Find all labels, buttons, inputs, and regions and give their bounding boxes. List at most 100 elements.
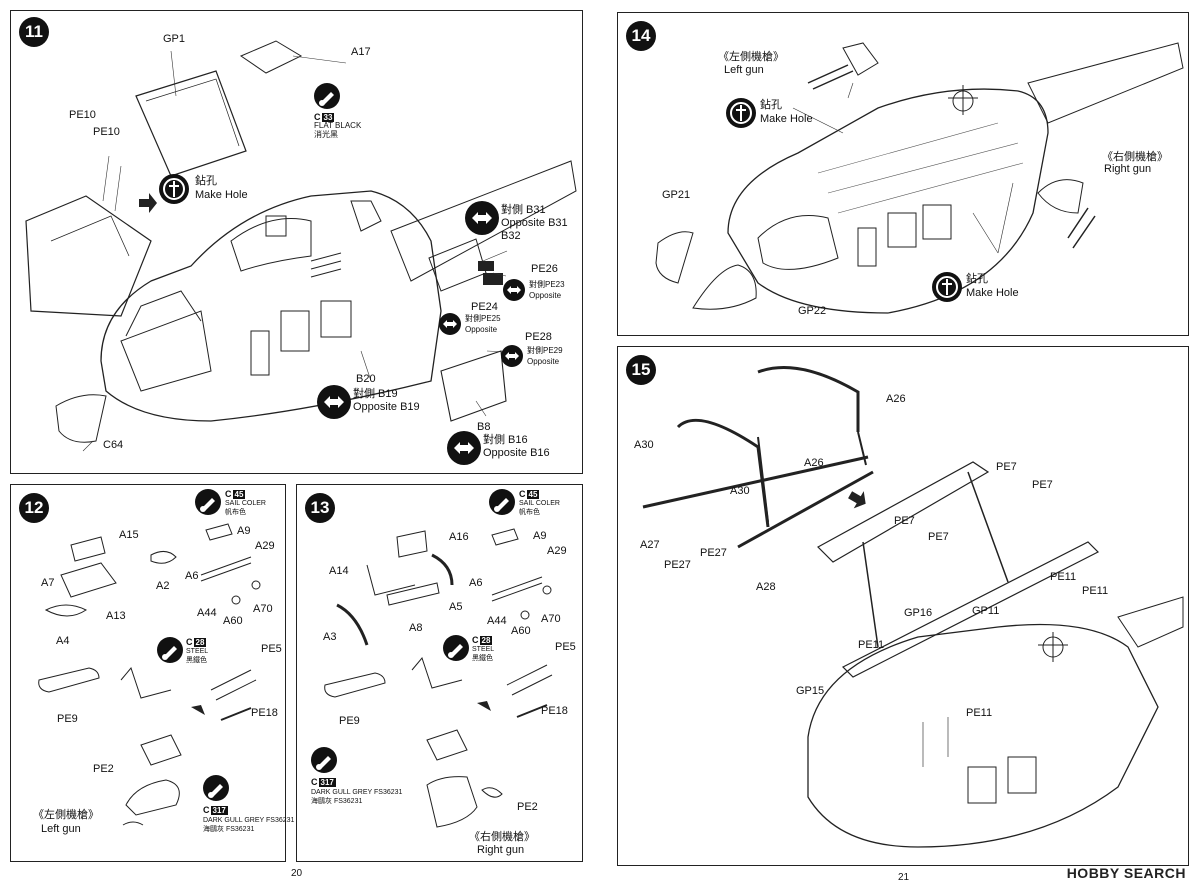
- part-label: PE7: [928, 531, 949, 543]
- part-label: PE18: [541, 705, 568, 717]
- part-label: PE7: [1032, 479, 1053, 491]
- part-label: A26: [804, 457, 824, 469]
- part-label: A29: [547, 545, 567, 557]
- part-label: PE28: [525, 331, 552, 343]
- paint-name: FLAT BLACK: [314, 121, 362, 130]
- part-label: PE7: [996, 461, 1017, 473]
- paint-brush-icon: [157, 637, 183, 663]
- part-label: C64: [103, 439, 124, 451]
- part-label: A4: [56, 635, 70, 647]
- left-gun-assembly-illustration: [38, 523, 261, 826]
- paint-brush-icon: [314, 83, 340, 109]
- part-label: A9: [237, 525, 251, 537]
- opposite-cn: 對側 B19: [353, 388, 398, 400]
- opposite-en: Opposite B19: [353, 401, 420, 413]
- part-label: PE18: [251, 707, 278, 719]
- opposite-cn: 對側 B31: [501, 204, 546, 216]
- part-label: A44: [487, 615, 507, 627]
- step-number: 15: [626, 355, 656, 385]
- part-label: PE5: [261, 643, 282, 655]
- make-hole-cn: 鉆孔: [760, 99, 782, 111]
- opposite-en: Opposite B16: [483, 447, 550, 459]
- part-label: A16: [449, 531, 469, 543]
- part-label: A2: [156, 580, 170, 592]
- paint-brush-icon: [489, 489, 515, 515]
- step-number: 12: [19, 493, 49, 523]
- opposite-cn: 對側PE29: [527, 346, 563, 355]
- part-label: A17: [351, 46, 371, 58]
- page-number-left: 20: [291, 868, 303, 879]
- paint-name-cn: 黑鐵色: [472, 655, 493, 662]
- step-14-panel: 14 《左側機槍》 Left gun 鉆孔 Make Hole 《右側機槍》 R…: [617, 12, 1189, 336]
- paint-brush-icon: [311, 747, 337, 773]
- part-label: GP11: [972, 605, 1000, 617]
- gun-label-en: Left gun: [41, 823, 81, 835]
- opposite-side-icon: [447, 431, 481, 465]
- part-label: A70: [541, 613, 561, 625]
- paint-name: SAIL COLER: [519, 500, 560, 507]
- paint-name: SAIL COLER: [225, 500, 266, 507]
- paint-brush-icon: [195, 489, 221, 515]
- opposite-en: Opposite: [529, 291, 562, 300]
- make-hole-cn: 鉆孔: [195, 175, 217, 187]
- part-label: PE5: [555, 641, 576, 653]
- paint-name: DARK GULL GREY FS36231: [311, 789, 403, 796]
- helicopter-fuselage-illustration: [25, 40, 577, 452]
- opposite-cn: 對側PE25: [465, 314, 501, 323]
- paint-name-cn: 海鷗灰 FS36231: [203, 826, 255, 833]
- paint-name: DARK GULL GREY FS36231: [203, 817, 295, 824]
- part-label: B20: [356, 373, 376, 385]
- gun-label-en: Right gun: [477, 844, 525, 856]
- paint-name-cn: 海鷗灰 FS36231: [311, 798, 363, 805]
- step-11-panel: 11 GP1 A17 PE10: [10, 10, 583, 474]
- part-label: PE7: [894, 515, 915, 527]
- part-label: B8: [477, 421, 491, 433]
- part-label: GP22: [798, 305, 827, 317]
- opposite-side-icon: [317, 385, 351, 419]
- opposite-cn: 對側 B16: [483, 434, 528, 446]
- part-label: A30: [730, 485, 750, 497]
- paint-name-cn: 黑鐵色: [186, 657, 207, 664]
- gun-label-cn: 《左側機槍》: [33, 809, 99, 821]
- part-label: PE11: [966, 707, 993, 719]
- paint-brush-icon: [443, 635, 469, 661]
- part-label: A60: [511, 625, 531, 637]
- step-number: 13: [305, 493, 335, 523]
- part-label: PE9: [339, 715, 360, 727]
- make-hole-en: Make Hole: [966, 287, 1019, 299]
- part-label: PE2: [517, 801, 538, 813]
- paint-name-cn: 消光黑: [314, 130, 338, 139]
- gun-label-cn: 《左側機槍》: [718, 51, 784, 63]
- helicopter-top-illustration: [655, 42, 1184, 314]
- part-label: A26: [886, 393, 906, 405]
- part-label: A27: [640, 539, 660, 551]
- paint-name-cn: 帆布色: [519, 509, 540, 516]
- opposite-en: Opposite: [527, 357, 560, 366]
- part-label: A44: [197, 607, 217, 619]
- opposite-side-icon: [501, 345, 523, 367]
- right-gun-assembly-illustration: [324, 528, 553, 828]
- part-label: GP1: [163, 33, 186, 45]
- part-label: A8: [409, 622, 423, 634]
- paint-name: STEEL: [186, 648, 209, 655]
- page-number-right: 21: [898, 872, 910, 883]
- part-label: A29: [255, 540, 275, 552]
- opposite-cn: 對側PE23: [529, 280, 565, 289]
- paint-name-cn: 帆布色: [225, 509, 246, 516]
- part-label: A9: [533, 530, 547, 542]
- step-15-panel: 15 A26 A26 A30 A30 A27 PE27 PE27 A28 PE7…: [617, 346, 1189, 866]
- opposite-en: Opposite: [465, 325, 498, 334]
- part-label: A3: [323, 631, 337, 643]
- part-label: PE24: [471, 301, 498, 313]
- part-label: GP15: [796, 685, 825, 697]
- part-label: A14: [329, 565, 349, 577]
